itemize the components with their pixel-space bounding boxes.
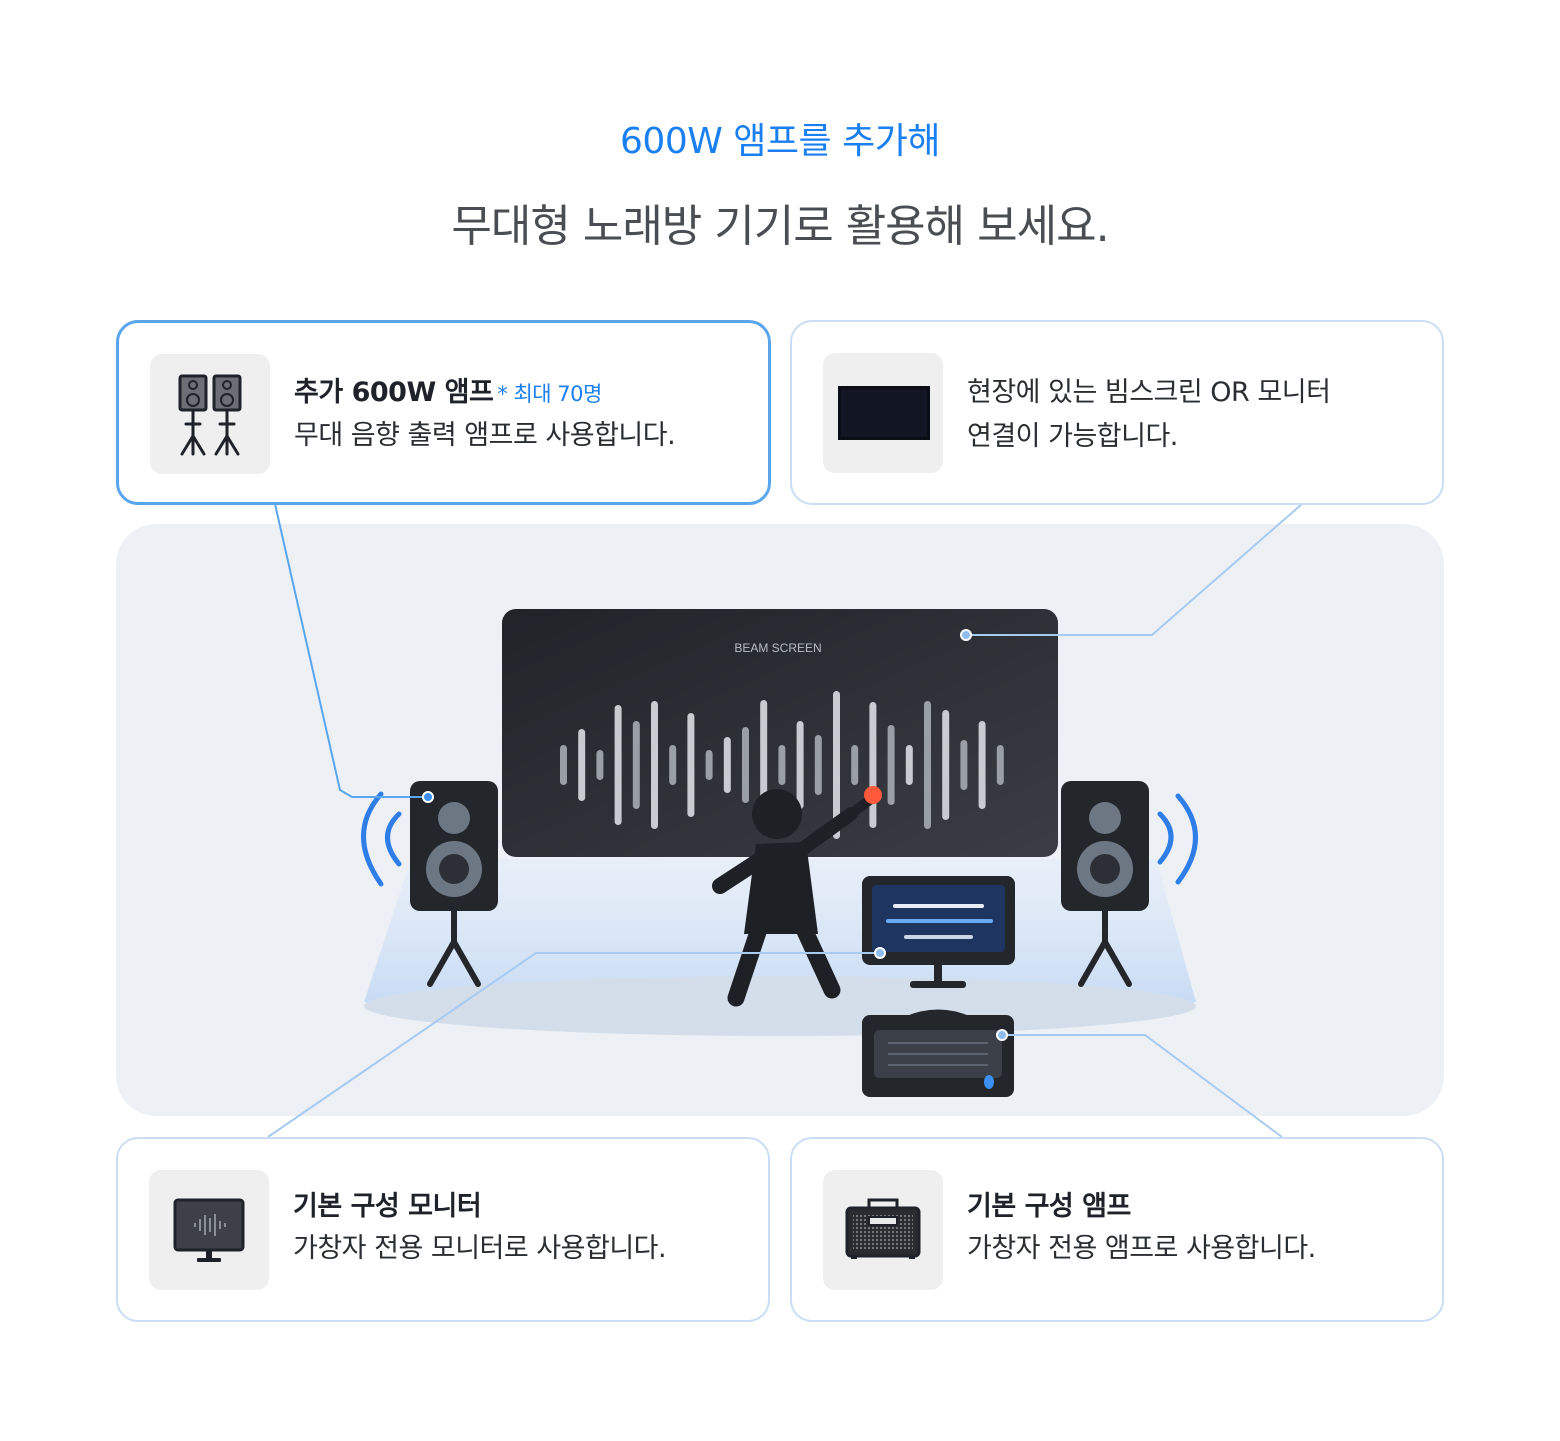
waveform-bar (996, 745, 1004, 785)
waveform-bar (651, 701, 658, 829)
left-speaker (361, 781, 498, 987)
waveform-bar (578, 729, 586, 801)
beam-screen: BEAM SCREEN (502, 609, 1058, 857)
waveform-bar (796, 721, 804, 809)
thumb-monitor (149, 1170, 269, 1290)
waveform-bar (887, 725, 895, 805)
eyebrow-title: 600W 앰프를 추가해 (620, 121, 940, 162)
card-line-2: 연결이 가능합니다. (967, 421, 1178, 452)
singer-monitor (862, 876, 1015, 988)
waveform-bar (723, 737, 731, 793)
waveform-bar (705, 750, 713, 780)
waveform-bar (632, 721, 640, 809)
waveform-bar (924, 701, 931, 829)
waveform (560, 691, 1004, 839)
waveform-bar (778, 745, 786, 785)
stage-scene: BEAM SCREEN (361, 609, 1198, 1097)
beam-screen-label: BEAM SCREEN (734, 641, 821, 655)
singer-amp (862, 1009, 1014, 1097)
speaker-stand-icon (178, 374, 242, 456)
capacity-note: * 최대 70명 (497, 382, 602, 406)
singer-figure (712, 789, 876, 1007)
waveform-bar (742, 727, 749, 803)
waveform-bar (978, 721, 986, 809)
right-speaker (1061, 781, 1198, 987)
card-additional-amp[interactable]: 추가 600W 앰프* 최대 70명 무대 음향 출력 앰프로 사용합니다. (116, 320, 771, 505)
thumb-beam-screen (823, 353, 943, 473)
card-description: 가창자 전용 모니터로 사용합니다. (293, 1233, 667, 1264)
beam-screen-icon (838, 386, 930, 440)
waveform-bar (614, 705, 622, 825)
card-title: 추가 600W 앰프* 최대 70명 (294, 373, 675, 414)
card-basic-monitor[interactable]: 기본 구성 모니터 가창자 전용 모니터로 사용합니다. (116, 1137, 770, 1322)
card-title: 기본 구성 모니터 (293, 1191, 482, 1222)
waveform-bar (905, 745, 913, 785)
waveform-bar (687, 713, 695, 817)
card-line-1: 현장에 있는 빔스크린 OR 모니터 (967, 377, 1331, 408)
card-beam-screen[interactable]: 현장에 있는 빔스크린 OR 모니터 연결이 가능합니다. (790, 320, 1444, 505)
thumb-amp (823, 1170, 943, 1290)
card-basic-amp[interactable]: 기본 구성 앰프 가창자 전용 앰프로 사용합니다. (790, 1137, 1444, 1322)
waveform-bar (560, 745, 567, 785)
stage-illustration: BEAM SCREEN (116, 524, 1444, 1116)
card-description: 가창자 전용 앰프로 사용합니다. (967, 1233, 1316, 1264)
waveform-bar (596, 750, 604, 780)
microphone (864, 786, 882, 804)
monitor-icon (173, 1198, 245, 1262)
waveform-bar (942, 710, 950, 820)
waveform-bar (669, 745, 677, 785)
amp-icon (845, 1198, 921, 1259)
waveform-bar (851, 745, 859, 785)
headline: 무대형 노래방 기기로 활용해 보세요. (451, 201, 1109, 252)
waveform-bar (833, 691, 840, 839)
card-description: 무대 음향 출력 앰프로 사용합니다. (294, 420, 676, 451)
thumb-speaker-stand (150, 354, 270, 474)
waveform-bar (960, 740, 968, 790)
waveform-bar (814, 735, 822, 795)
card-title: 기본 구성 앰프 (967, 1191, 1131, 1222)
card-title-text: 추가 600W 앰프 (294, 377, 494, 408)
